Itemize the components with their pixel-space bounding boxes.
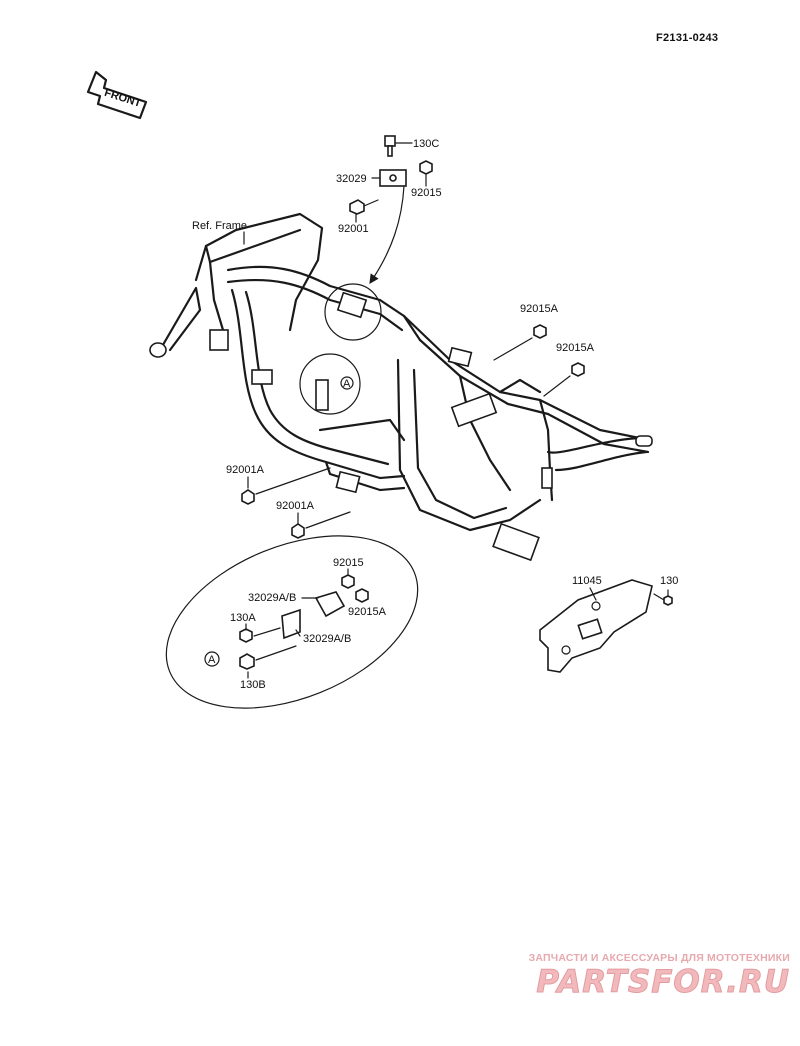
bolt-92001a-1 — [241, 467, 331, 505]
callout-92001a-1: 92001A — [226, 464, 265, 476]
nut-92015a-1 — [533, 324, 547, 339]
callout-92015a-1: 92015A — [520, 303, 559, 315]
detail-a-parts — [239, 574, 369, 670]
callout-92015a-2: 92015A — [556, 342, 595, 354]
nut-92015a-2 — [571, 362, 585, 377]
atv-frame — [149, 212, 653, 562]
diagram-code: F2131-0243 — [656, 32, 719, 44]
watermark-logo: PARTSFOR.RU — [536, 964, 790, 1001]
top-bracket-hardware — [349, 135, 433, 215]
detail-ring-a — [299, 353, 361, 415]
watermark-tagline: ЗАПЧАСТИ И АКСЕССУАРЫ ДЛЯ МОТОТЕХНИКИ — [528, 952, 790, 964]
detail-marker-frame: A — [343, 378, 351, 390]
callout-92001a-2: 92001A — [276, 500, 315, 512]
detail-a-callout — [165, 535, 419, 709]
callout-11045: 11045 — [572, 575, 602, 587]
callout-detail-92015a: 92015A — [348, 606, 387, 618]
callout-detail-130b: 130B — [240, 679, 266, 691]
callout-detail-130a: 130A — [230, 612, 256, 624]
callout-92015-top: 92015 — [411, 187, 442, 199]
detail-ring-top — [324, 283, 382, 341]
callout-detail-32029ab-2: 32029A/B — [303, 633, 351, 645]
callout-detail-92015: 92015 — [333, 557, 364, 569]
callout-92001: 92001 — [338, 223, 369, 235]
callout-detail-32029ab-1: 32029A/B — [248, 592, 296, 604]
front-arrow-icon: FRONT — [86, 70, 148, 120]
callout-32029: 32029 — [336, 173, 367, 185]
ref-frame-label: Ref. Frame — [192, 220, 247, 232]
bolt-92001a-2 — [291, 511, 351, 539]
guard-11045 — [539, 579, 673, 673]
callout-130c: 130C — [413, 138, 439, 150]
detail-marker-inset: A — [208, 654, 216, 666]
callout-130: 130 — [660, 575, 678, 587]
